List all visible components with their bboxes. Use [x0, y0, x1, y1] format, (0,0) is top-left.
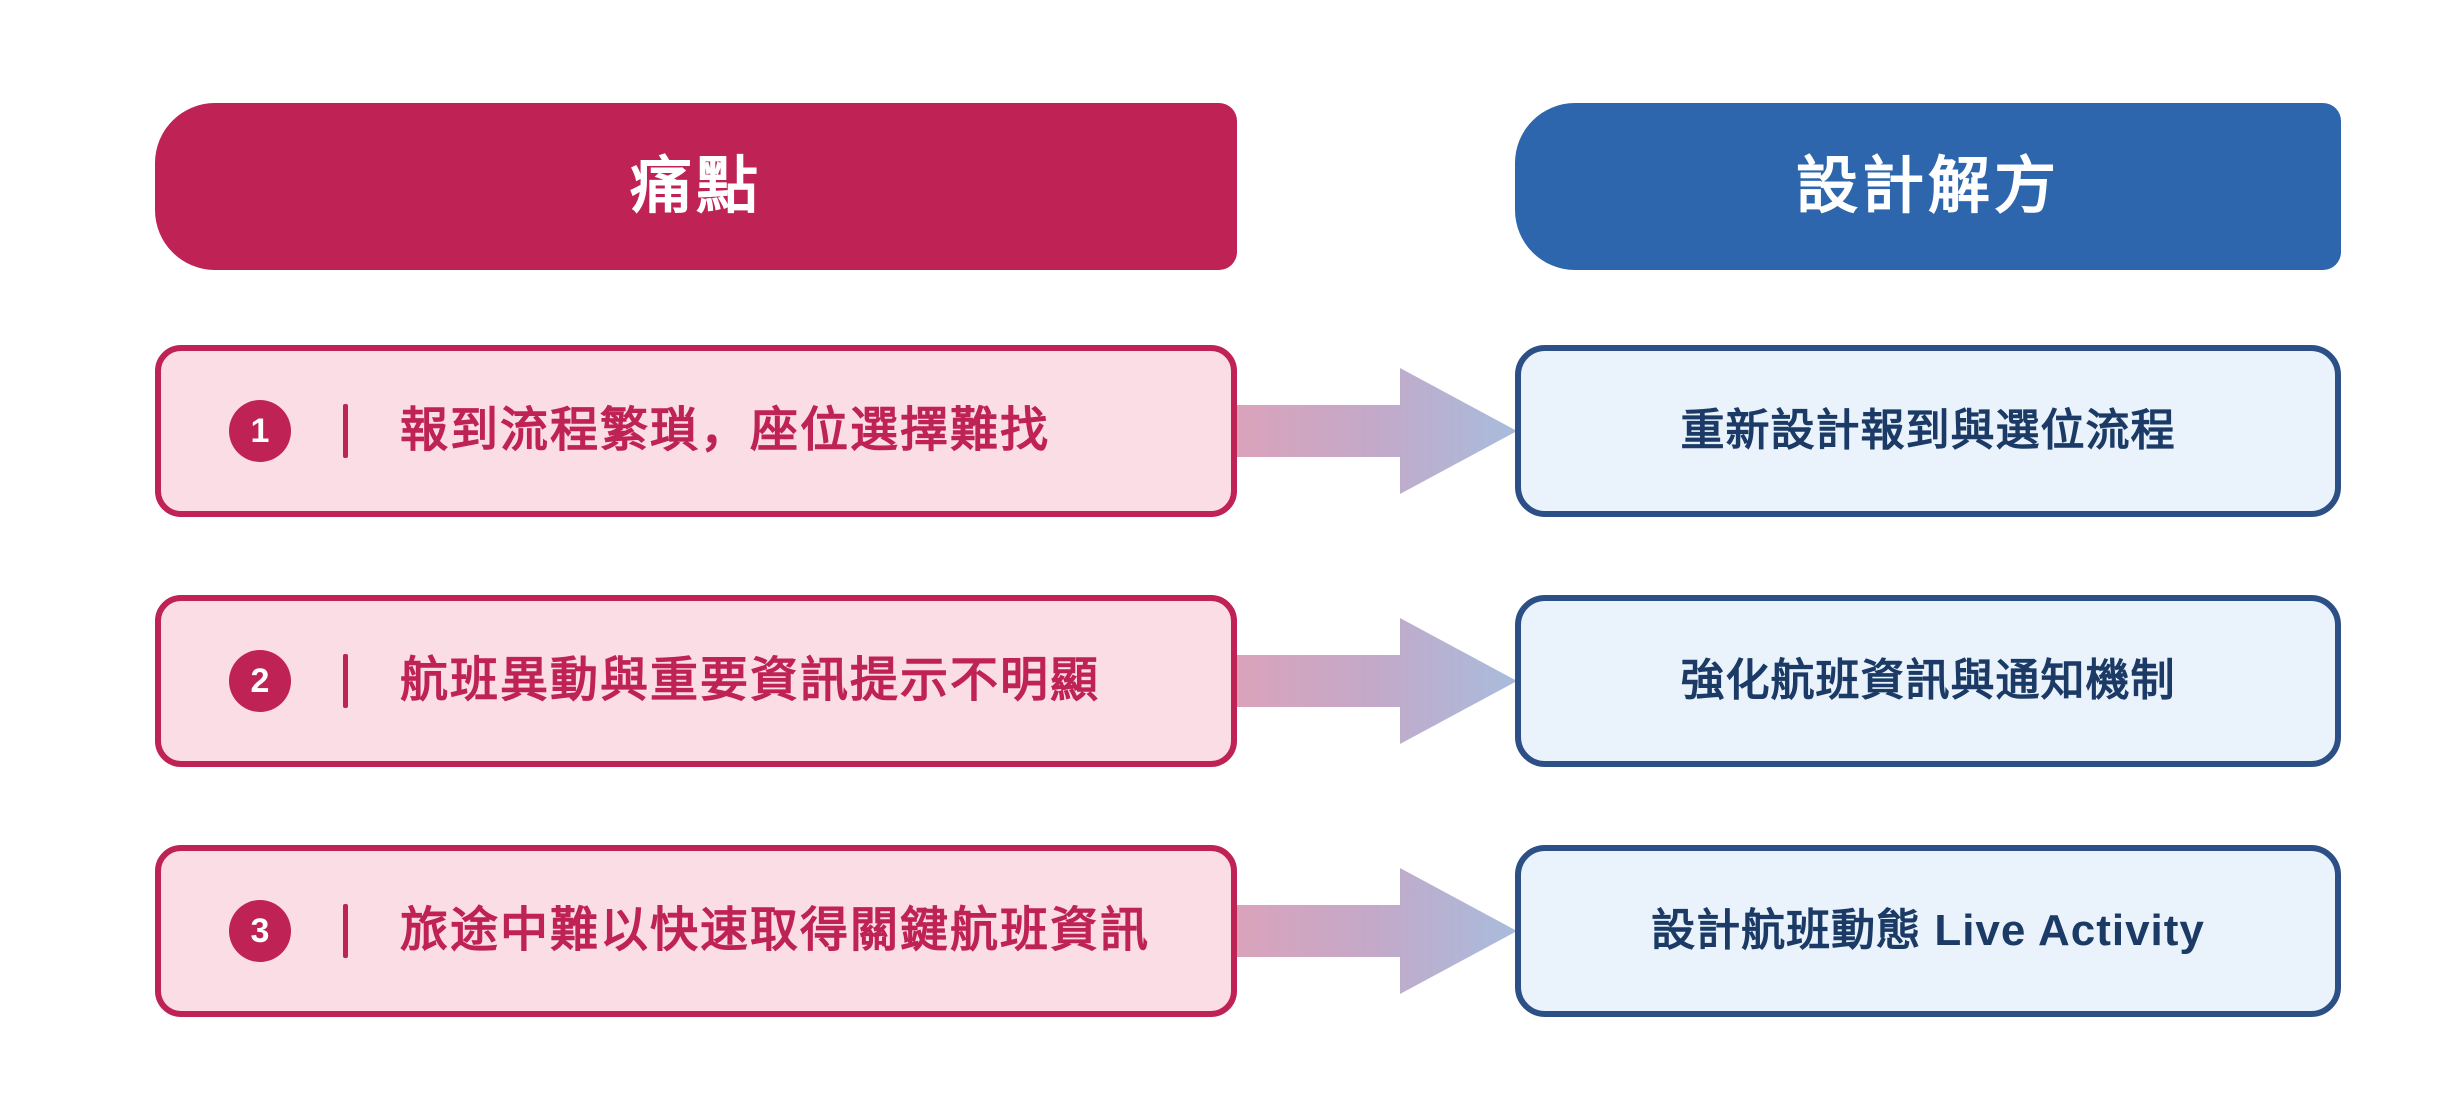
pain-card[interactable]: 1 報到流程繁瑣，座位選擇難找	[155, 345, 1237, 517]
solution-label: 設計航班動態 Live Activity	[1651, 905, 2205, 955]
pain-solution-row: 3 旅途中難以快速取得關鍵航班資訊 設計航班動態 Live Activity	[0, 845, 2463, 1017]
pain-card[interactable]: 3 旅途中難以快速取得關鍵航班資訊	[155, 845, 1237, 1017]
solution-card[interactable]: 設計航班動態 Live Activity	[1515, 845, 2341, 1017]
pain-label: 航班異動與重要資訊提示不明顯	[400, 654, 1101, 708]
right-arrow-gradient-icon	[1237, 618, 1517, 744]
right-arrow-gradient-icon	[1237, 868, 1517, 994]
solution-label: 重新設計報到與選位流程	[1680, 405, 2176, 455]
pain-card[interactable]: 2 航班異動與重要資訊提示不明顯	[155, 595, 1237, 767]
vertical-separator-icon	[343, 904, 348, 958]
solution-column-title: 設計解方	[1795, 151, 2060, 221]
pain-solution-row: 2 航班異動與重要資訊提示不明顯 強化航班資訊與通知機制	[0, 595, 2463, 767]
vertical-separator-icon	[343, 654, 348, 708]
pain-label: 旅途中難以快速取得關鍵航班資訊	[400, 904, 1151, 958]
pain-solution-row: 1 報到流程繁瑣，座位選擇難找 重新設計報到與選位流程	[0, 345, 2463, 517]
solution-label: 強化航班資訊與通知機制	[1680, 655, 2176, 705]
solution-card[interactable]: 重新設計報到與選位流程	[1515, 345, 2341, 517]
solution-column-header: 設計解方	[1515, 103, 2341, 270]
right-arrow-gradient-icon	[1237, 368, 1517, 494]
pain-column-title: 痛點	[629, 151, 762, 221]
vertical-separator-icon	[343, 404, 348, 458]
pain-number-badge: 2	[229, 650, 291, 712]
solution-card[interactable]: 強化航班資訊與通知機制	[1515, 595, 2341, 767]
pain-number-badge: 3	[229, 900, 291, 962]
pain-column-header: 痛點	[155, 103, 1237, 270]
pain-label: 報到流程繁瑣，座位選擇難找	[400, 404, 1051, 458]
pain-number-badge: 1	[229, 400, 291, 462]
